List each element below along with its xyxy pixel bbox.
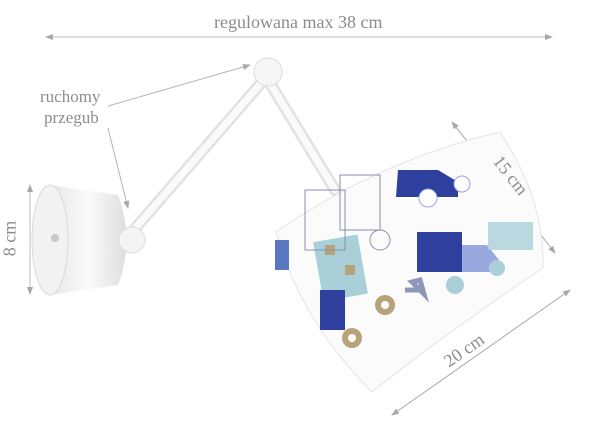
lamp-shade: [275, 131, 544, 393]
joint-label-line2: przegub: [44, 108, 99, 127]
wall-mount: [31, 184, 127, 296]
shade-diameter-line: [391, 289, 571, 416]
elbow-joint: [253, 57, 283, 87]
screw-icon: [51, 234, 59, 242]
arm-reach-label: regulowana max 38 cm: [214, 12, 383, 32]
joint-label-line1: ruchomy: [40, 87, 101, 106]
swing-arm: [118, 57, 341, 254]
base-height-label: 8 cm: [0, 220, 20, 257]
joint-pointer-lower: [107, 127, 130, 209]
joint-pointer-upper: [107, 64, 251, 107]
base-joint: [118, 226, 146, 254]
